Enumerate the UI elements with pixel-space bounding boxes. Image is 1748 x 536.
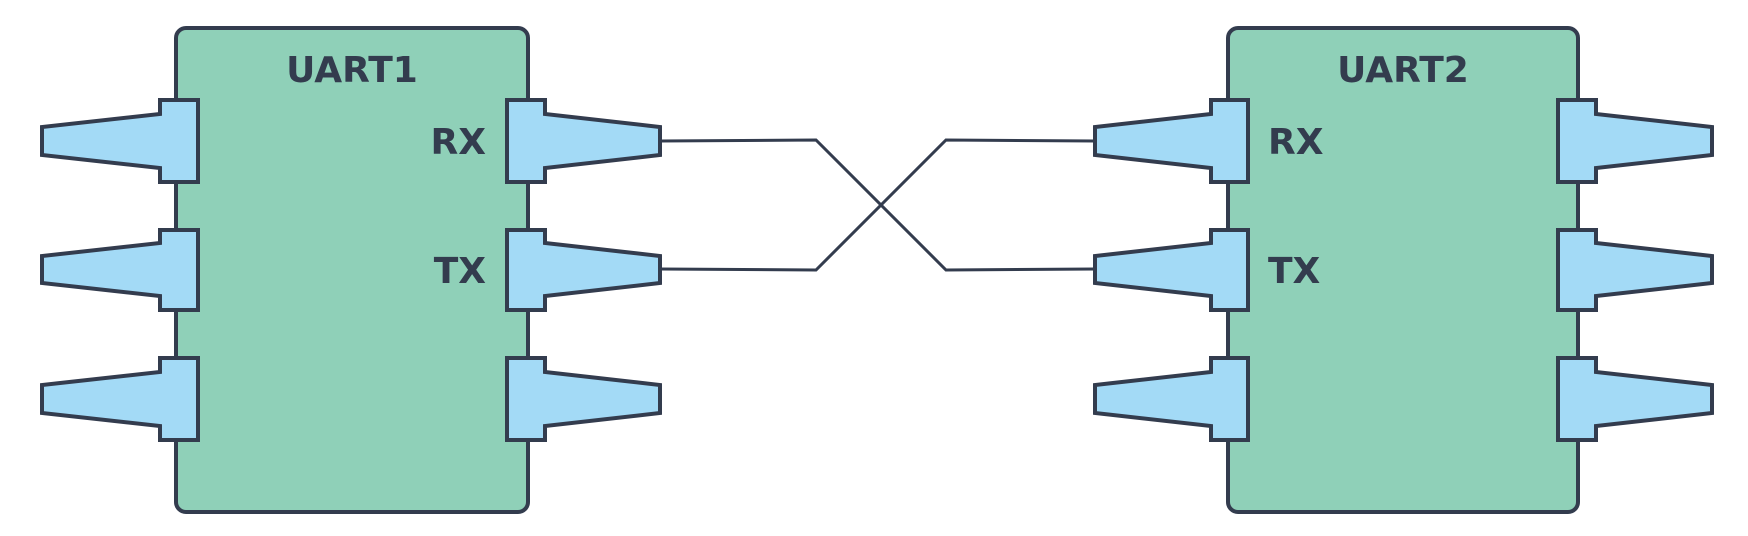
uart2-right-pin-1 (1556, 98, 1714, 184)
uart2-title: UART2 (1337, 50, 1469, 91)
uart2-left-pin-3 (1093, 356, 1250, 442)
uart1-tx-label: TX (434, 251, 487, 292)
wire-uart1-rx-to-uart2-tx (659, 138, 1096, 272)
uart2-stubs (1226, 182, 1580, 358)
uart2-rx-label: RX (1268, 122, 1324, 163)
uart1-left-pin-3 (40, 356, 200, 442)
uart1-right-pin-3 (505, 356, 662, 442)
crossed-wires (659, 138, 1096, 272)
uart1-left-pin-1 (40, 98, 200, 184)
uart1-left-pin-2 (40, 228, 200, 312)
uart1-rx-label: RX (431, 122, 487, 163)
uart1-chip: UART1 RX TX (40, 26, 662, 514)
uart2-rx-pin (1093, 98, 1250, 184)
uart2-chip: UART2 RX TX (1093, 26, 1714, 514)
uart1-rx-pin (505, 98, 662, 184)
uart2-right-pin-3 (1556, 356, 1714, 442)
uart1-title: UART1 (286, 50, 418, 91)
wire-uart1-tx-to-uart2-rx (659, 138, 1096, 272)
uart1-tx-pin (505, 228, 662, 312)
uart1-stubs (174, 182, 530, 358)
uart2-right-pin-2 (1556, 228, 1714, 312)
uart2-tx-label: TX (1268, 251, 1321, 292)
uart2-tx-pin (1093, 228, 1250, 312)
